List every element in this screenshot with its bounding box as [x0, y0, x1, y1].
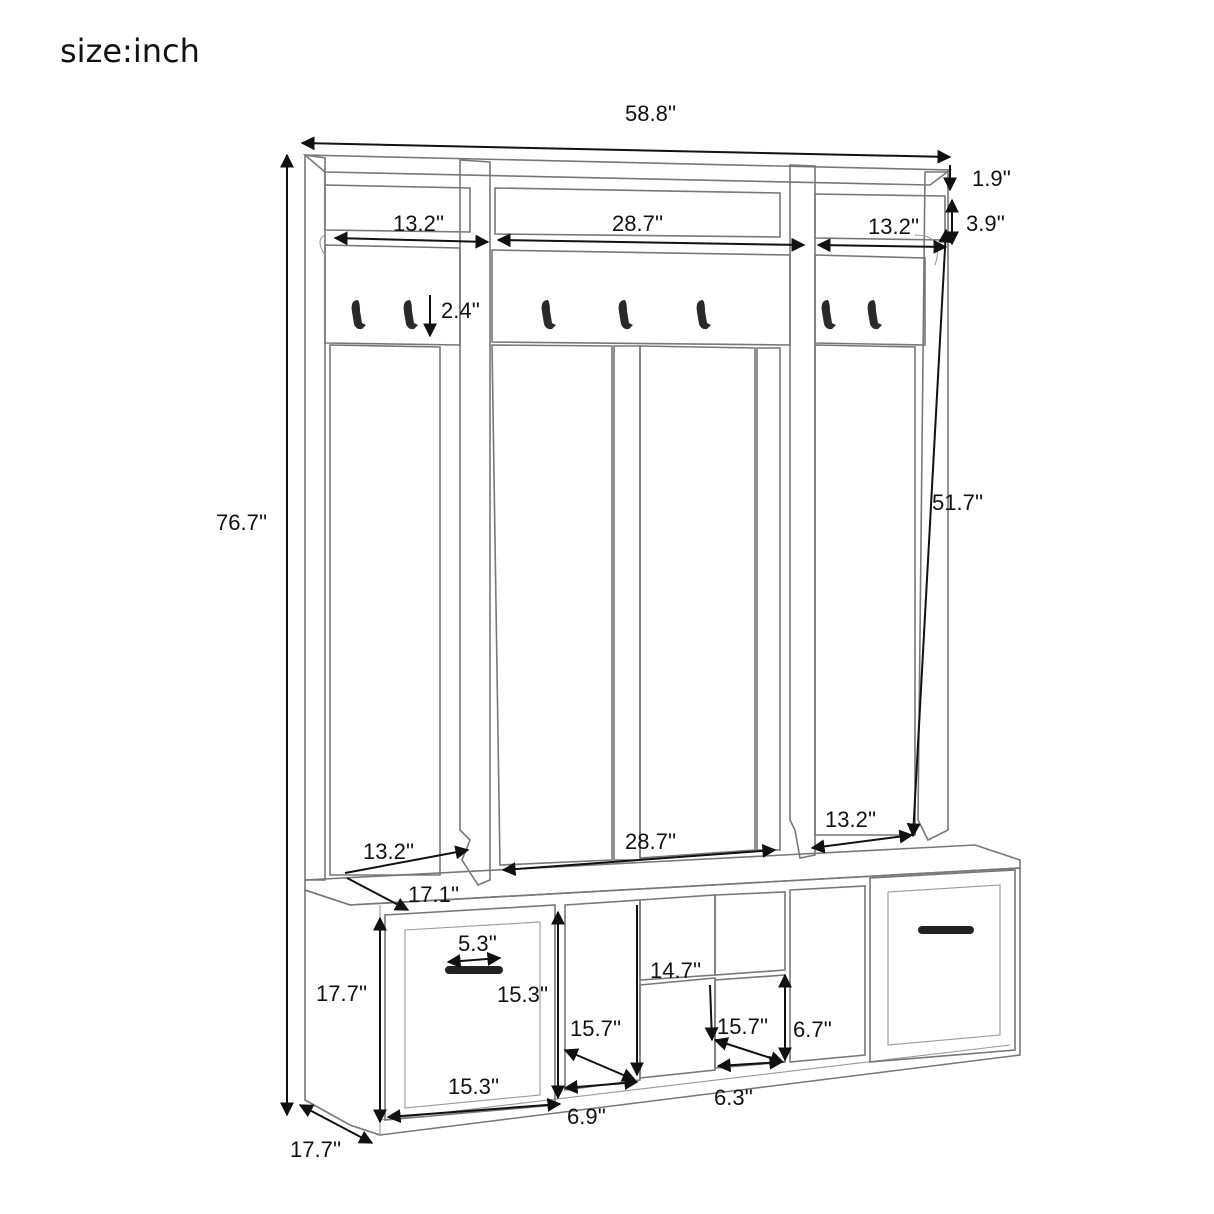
label-small-cubby-height: 6.7''	[793, 1017, 832, 1042]
label-center-top-width: 28.7''	[612, 211, 663, 236]
label-left-top-width: 13.2''	[393, 211, 444, 236]
label-cubby-width-right: 6.3''	[714, 1085, 753, 1110]
hook-icon	[696, 300, 711, 330]
label-drawer-width: 15.3''	[448, 1074, 499, 1099]
diagram-title: size:inch	[60, 32, 200, 70]
label-seat-depth: 17.1''	[408, 882, 459, 907]
drawer-handles	[445, 926, 974, 974]
label-center-seat-width: 28.7''	[625, 829, 676, 854]
right-drawer-handle	[918, 926, 974, 934]
label-left-seat-width: 13.2''	[363, 839, 414, 864]
left-drawer-handle	[445, 966, 503, 974]
label-panel-height: 51.7''	[932, 490, 983, 515]
label-top-cap: 1.9''	[972, 166, 1011, 191]
label-right-top-width: 13.2''	[868, 214, 919, 239]
label-cubby-depth-left: 15.7''	[570, 1016, 621, 1041]
label-right-seat-width: 13.2''	[825, 807, 876, 832]
label-hook-height: 2.4''	[441, 298, 480, 323]
label-top-board: 3.9''	[966, 211, 1005, 236]
hall-tree-outline	[302, 154, 1021, 1136]
dimension-arrows	[280, 136, 959, 1144]
coat-hooks	[351, 300, 882, 330]
dimension-labels: 58.8'' 1.9'' 3.9'' 13.2'' 28.7'' 13.2'' …	[216, 101, 1011, 1162]
label-handle-width: 5.3''	[458, 931, 497, 956]
label-cubby-width: 14.7''	[650, 958, 701, 983]
hook-icon	[821, 300, 836, 330]
label-total-height: 76.7''	[216, 510, 267, 535]
hook-icon	[351, 300, 366, 330]
hook-icon	[403, 300, 418, 330]
label-bench-depth: 17.7''	[290, 1137, 341, 1162]
label-drawer-height: 15.3''	[497, 982, 548, 1007]
label-cubby-width-left: 6.9''	[567, 1104, 606, 1129]
hook-icon	[618, 300, 633, 330]
hook-icon	[867, 300, 882, 330]
label-cabinet-height: 17.7''	[316, 981, 367, 1006]
label-cubby-depth-right: 15.7''	[717, 1014, 768, 1039]
hook-icon	[541, 300, 556, 330]
label-total-width: 58.8''	[625, 101, 676, 126]
